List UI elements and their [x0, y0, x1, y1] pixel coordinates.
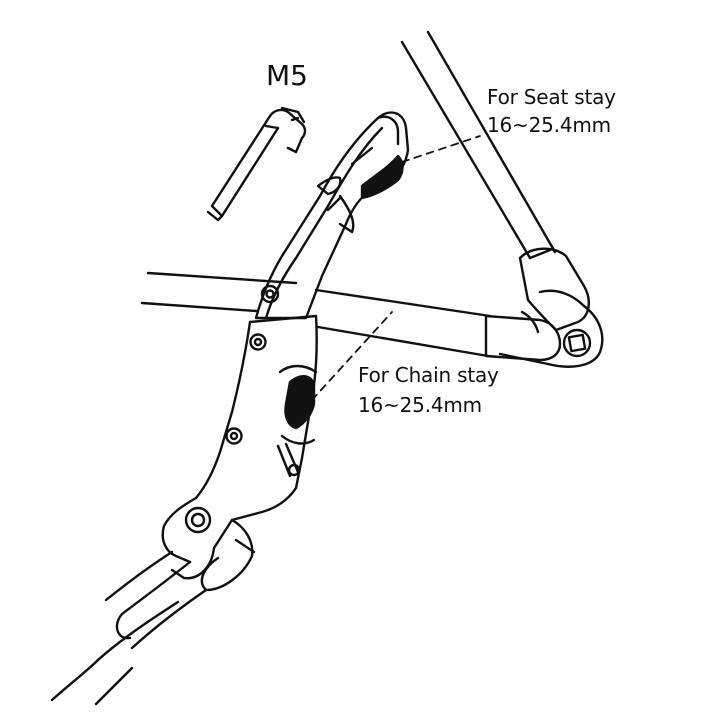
hex-key-icon — [206, 106, 307, 222]
chain-stay-callout-title: For Chain stay — [358, 363, 499, 387]
chain-stay-callout-range: 16~25.4mm — [358, 393, 482, 417]
tool-label: M5 — [266, 59, 308, 92]
lower-clamp-arm — [170, 314, 318, 580]
chain-stay-leader-line — [311, 311, 393, 401]
frame-dropout — [484, 247, 604, 368]
seat-stay-callout-range: 16~25.4mm — [487, 113, 611, 137]
chain-stay-tube — [140, 271, 492, 358]
seat-stay-callout-title: For Seat stay — [487, 85, 616, 109]
upper-clamp-arm — [254, 111, 410, 320]
seat-stay-tube — [400, 30, 557, 260]
kickstand-leg — [50, 496, 256, 706]
seat-stay-leader-line — [401, 135, 481, 163]
